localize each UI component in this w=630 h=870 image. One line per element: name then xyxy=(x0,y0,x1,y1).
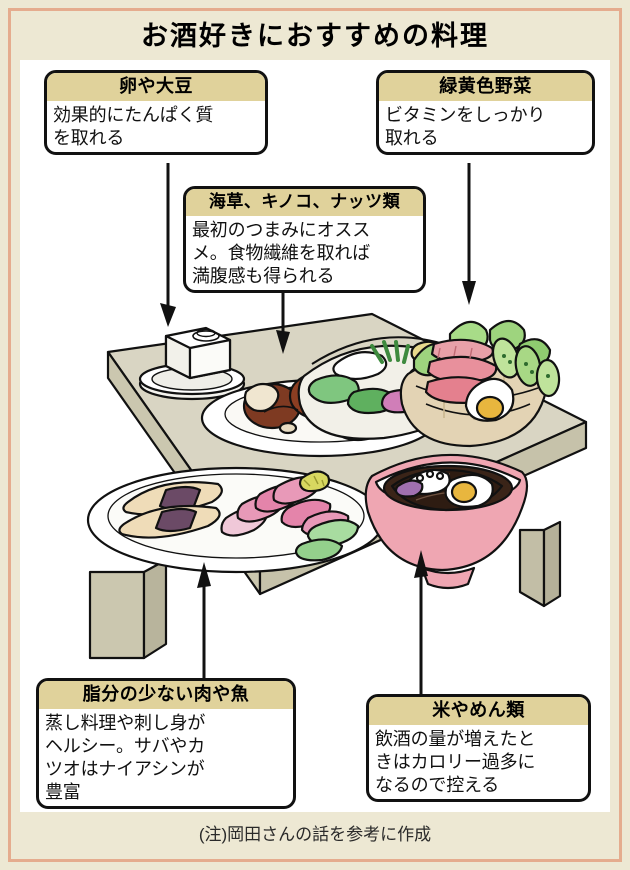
callout-egg-soy-heading: 卵や大豆 xyxy=(47,73,265,101)
callout-seaweed-mushroom-nuts[interactable]: 海草、キノコ、ナッツ類 最初のつまみにオスス メ。食物繊維を取れば 満腹感も得ら… xyxy=(183,186,426,293)
callout-lean-meat-fish-heading: 脂分の少ない肉や魚 xyxy=(39,681,293,709)
table-leg-right xyxy=(518,520,562,608)
source-footnote: (注)岡田さんの話を参考に作成 xyxy=(198,825,432,844)
arrow-vegetables-to-basket xyxy=(458,163,482,311)
callout-lean-meat-fish[interactable]: 脂分の少ない肉や魚 蒸し料理や刺し身が ヘルシー。サバやカ ツオはナイアシンが … xyxy=(36,678,296,809)
callout-egg-soy[interactable]: 卵や大豆 効果的にたんぱく質 を取れる xyxy=(44,70,268,155)
arrow-meat-to-sashimi-plate xyxy=(193,560,217,684)
callout-rice-noodles[interactable]: 米やめん類 飲酒の量が増えたと きはカロリー過多に なるので控える xyxy=(366,694,591,802)
tofu-block-on-plate xyxy=(138,326,246,401)
callout-seaweed-body: 最初のつまみにオスス メ。食物繊維を取れば 満腹感も得られる xyxy=(192,219,370,286)
arrow-egg-to-tofu xyxy=(158,163,184,335)
callout-lean-meat-fish-body: 蒸し料理や刺し身が ヘルシー。サバやカ ツオはナイアシンが 豊富 xyxy=(45,712,206,802)
sashimi-and-steamed-fish-plate xyxy=(86,466,386,574)
callout-vegetables-heading: 緑黄色野菜 xyxy=(379,73,592,101)
arrow-seaweed-to-bowl xyxy=(272,284,296,360)
arrow-rice-to-noodle-bowl xyxy=(410,548,434,698)
callout-seaweed-heading: 海草、キノコ、ナッツ類 xyxy=(186,189,423,216)
callout-egg-soy-body: 効果的にたんぱく質 を取れる xyxy=(53,104,214,148)
illustration-low-table xyxy=(20,300,610,690)
vegetable-ham-basket xyxy=(399,319,561,448)
callout-vegetables-body: ビタミンをしっかり 取れる xyxy=(385,104,546,148)
callout-rice-noodles-heading: 米やめん類 xyxy=(369,697,588,725)
soba-noodle-bowl xyxy=(364,453,529,590)
page-title: お酒好きにおすすめの料理 xyxy=(141,21,489,52)
table-leg-front-left xyxy=(88,558,168,660)
callout-rice-noodles-body: 飲酒の量が増えたと きはカロリー過多に なるので控える xyxy=(375,728,536,795)
callout-green-yellow-vegetables[interactable]: 緑黄色野菜 ビタミンをしっかり 取れる xyxy=(376,70,595,155)
